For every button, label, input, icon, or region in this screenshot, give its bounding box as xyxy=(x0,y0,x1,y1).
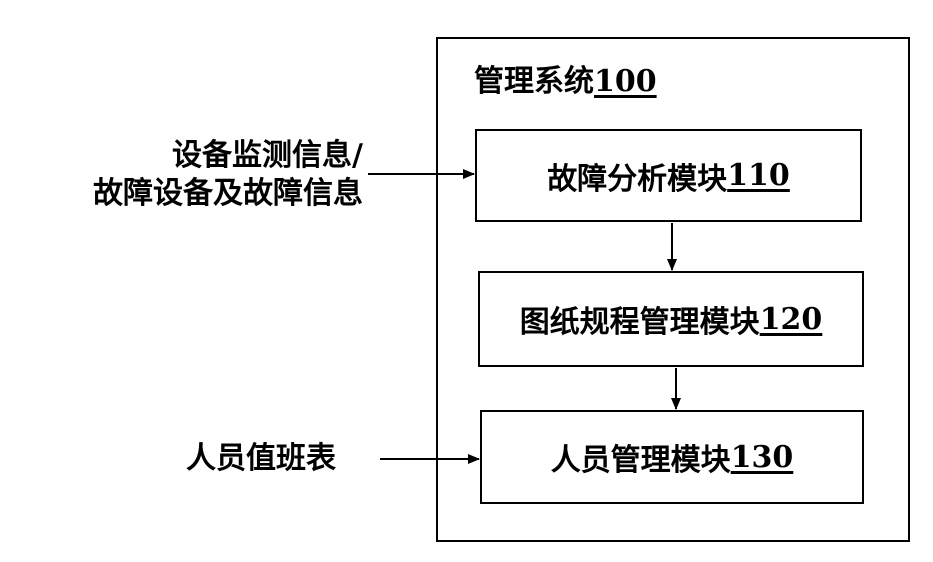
flow-arrows xyxy=(0,0,933,562)
